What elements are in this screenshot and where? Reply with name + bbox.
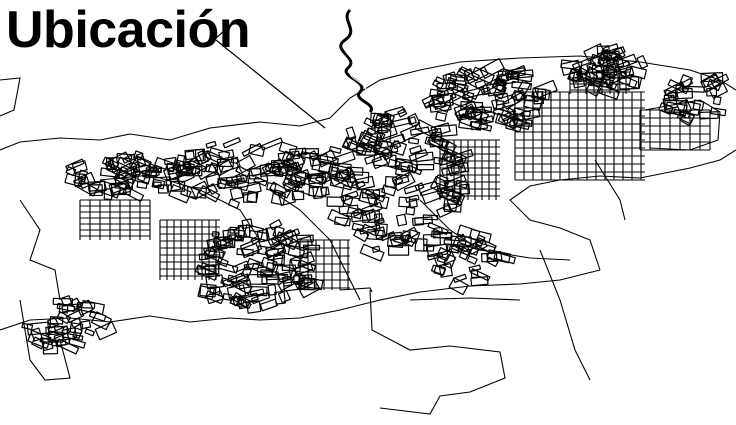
blocks-south-east — [423, 224, 516, 296]
grid-district-west — [79, 199, 151, 240]
grid-district-northeast — [569, 71, 630, 94]
blocks-west-central — [162, 137, 356, 209]
grid-district-east — [514, 91, 645, 181]
blocks-west — [64, 150, 201, 202]
blocks-east-edge — [658, 72, 730, 126]
blocks-south-west — [194, 218, 324, 314]
river — [339, 8, 374, 114]
grid-district-far-east — [639, 109, 711, 151]
street-blocks — [21, 43, 730, 355]
leader-line — [207, 23, 326, 129]
blocks-north — [421, 58, 558, 133]
grid-district-south — [299, 239, 350, 290]
grid-district-southwest — [159, 219, 220, 280]
blocks-far-southwest — [21, 295, 118, 355]
grid-district-center-east — [439, 139, 500, 200]
street-grid-districts — [79, 71, 711, 290]
blocks-downtown — [320, 106, 474, 262]
location-label: Ubicación — [6, 1, 251, 59]
